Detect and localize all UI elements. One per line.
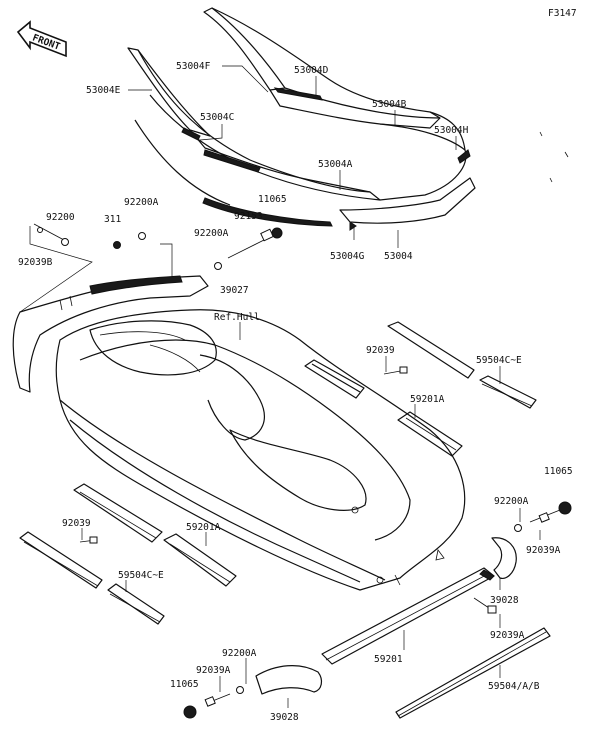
label-92200A-right: 92200A	[494, 496, 529, 507]
label-59201A-left: 59201A	[186, 522, 221, 533]
seat-leaders	[128, 65, 457, 248]
hull	[55, 309, 466, 591]
label-53004G: 53004G	[330, 251, 365, 262]
cap-11065-right	[558, 501, 572, 515]
hardware-bottom-left	[183, 658, 323, 719]
label-92200A-top: 92200A	[124, 197, 159, 208]
label-59201A-right: 59201A	[410, 394, 445, 405]
washer-92200	[61, 238, 69, 246]
label-53004B: 53004B	[372, 99, 407, 110]
strakes-left	[19, 483, 237, 625]
washer-92200A-mid	[214, 262, 222, 270]
label-ref-hull: Ref.Hull	[214, 312, 260, 323]
label-92039B: 92039B	[18, 257, 53, 268]
label-53004C: 53004C	[200, 112, 234, 123]
label-11065-right: 11065	[544, 466, 573, 477]
bolt-92153	[227, 237, 269, 259]
cover-59201A-left	[163, 533, 237, 587]
label-59201: 59201	[374, 654, 403, 665]
label-53004H: 53004H	[434, 125, 469, 136]
label-92039A-bottom: 92039A	[490, 630, 525, 641]
strake-bottom	[321, 567, 551, 719]
label-59504CE-left: 59504C~E	[118, 570, 164, 581]
label-39027: 39027	[220, 285, 249, 296]
label-59504CE-right: 59504C~E	[476, 355, 522, 366]
cover-59201	[321, 567, 495, 665]
label-92200A-bottom: 92200A	[222, 648, 257, 659]
diagram-id: F3147	[548, 8, 577, 19]
label-53004F: 53004F	[176, 61, 211, 72]
seat-cover	[127, 7, 569, 231]
cover-59201A-right	[397, 411, 463, 457]
bumper-39028-right	[491, 537, 517, 579]
label-92153: 92153	[234, 211, 263, 222]
label-11065-top: 11065	[258, 194, 287, 205]
label-39028-right: 39028	[490, 595, 519, 606]
washer-92200A-top	[138, 232, 146, 240]
bumper-39028-bottom	[255, 665, 323, 695]
nut-311	[113, 241, 121, 249]
label-53004: 53004	[384, 251, 413, 262]
part-labels: 53004F 53004D 53004E 53004B 53004C 53004…	[18, 61, 573, 723]
label-53004D: 53004D	[294, 65, 329, 76]
cap-11065-top	[271, 227, 283, 239]
label-92200-top: 92200	[46, 212, 75, 223]
pin-92039B	[33, 223, 65, 241]
label-39028-bottom: 39028	[270, 712, 299, 723]
label-311: 311	[104, 214, 121, 225]
strip-59504CE-right	[387, 321, 475, 379]
label-92039A-right: 92039A	[526, 545, 561, 556]
hardware-top-left	[19, 223, 283, 313]
strip-lower-left	[19, 531, 103, 589]
label-59504AB: 59504/A/B	[488, 681, 540, 692]
label-92039-right: 92039	[366, 345, 395, 356]
label-53004A: 53004A	[318, 159, 353, 170]
label-92200A-mid: 92200A	[194, 228, 229, 239]
label-92039-left: 92039	[62, 518, 91, 529]
front-arrow-icon: FRONT	[16, 20, 67, 58]
label-11065-bl: 11065	[170, 679, 199, 690]
hardware-right-rear	[491, 501, 572, 590]
strakes-right	[304, 321, 537, 457]
strip-upper-left	[73, 483, 163, 543]
cap-11065-bottom	[183, 705, 197, 719]
handle-39027	[12, 275, 209, 393]
label-92039A-bl: 92039A	[196, 665, 231, 676]
label-53004E: 53004E	[86, 85, 121, 96]
strip-59504CE-left	[107, 583, 165, 625]
